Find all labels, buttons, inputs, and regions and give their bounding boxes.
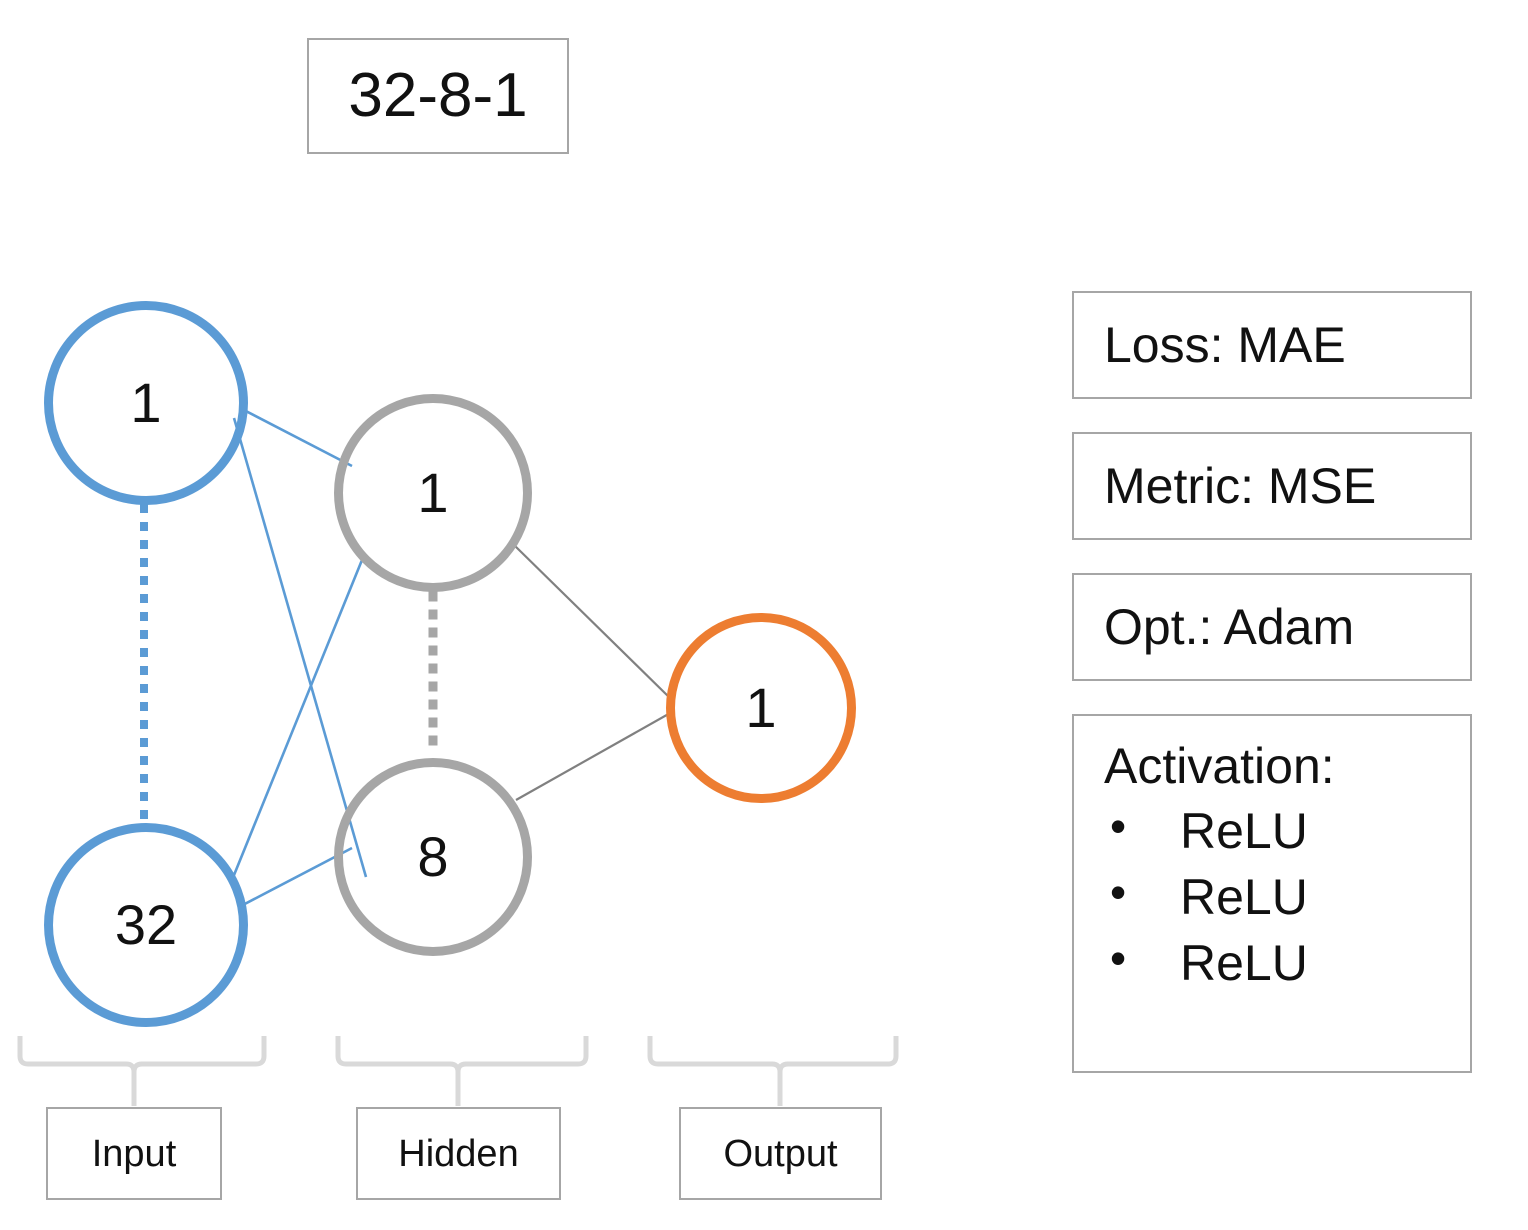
brace-input — [17, 1036, 267, 1073]
config-activation-title: Activation: — [1104, 738, 1335, 794]
node-label: 32 — [114, 893, 178, 956]
layer-label-text: Output — [723, 1132, 838, 1175]
layer-label-hidden: Hidden — [356, 1107, 561, 1200]
architecture-title-text: 32-8-1 — [348, 61, 528, 130]
edge-in1-h1 — [239, 406, 353, 468]
node-hidden-1: 1 — [334, 394, 532, 592]
config-activation-box: Activation: ReLU ReLU ReLU — [1072, 714, 1472, 1073]
layer-label-text: Input — [91, 1132, 177, 1175]
activation-item: ReLU — [1104, 796, 1470, 864]
config-loss-box: Loss: MAE — [1072, 291, 1472, 399]
activation-item: ReLU — [1104, 862, 1470, 930]
config-loss-text: Loss: MAE — [1104, 317, 1346, 373]
brace-output — [647, 1036, 899, 1073]
layer-label-text: Hidden — [398, 1132, 519, 1175]
node-label: 8 — [417, 825, 449, 888]
config-metric-text: Metric: MSE — [1104, 458, 1377, 514]
brace-hidden — [335, 1036, 589, 1073]
node-label: 1 — [745, 676, 777, 739]
node-label: 1 — [417, 461, 449, 524]
node-input-1: 1 — [44, 301, 248, 505]
config-activation-list: ReLU ReLU ReLU — [1104, 796, 1470, 996]
layer-label-output: Output — [679, 1107, 882, 1200]
config-metric-box: Metric: MSE — [1072, 432, 1472, 540]
config-optimizer-text: Opt.: Adam — [1104, 599, 1355, 655]
node-label: 1 — [130, 371, 162, 434]
architecture-title-box: 32-8-1 — [307, 38, 569, 154]
edge-h1-out — [512, 543, 673, 701]
activation-item: ReLU — [1104, 928, 1470, 996]
layer-label-input: Input — [46, 1107, 222, 1200]
node-output-1: 1 — [666, 613, 856, 803]
config-optimizer-box: Opt.: Adam — [1072, 573, 1472, 681]
node-input-32: 32 — [44, 823, 248, 1027]
edge-h8-out — [515, 711, 673, 801]
node-hidden-8: 8 — [334, 758, 532, 956]
